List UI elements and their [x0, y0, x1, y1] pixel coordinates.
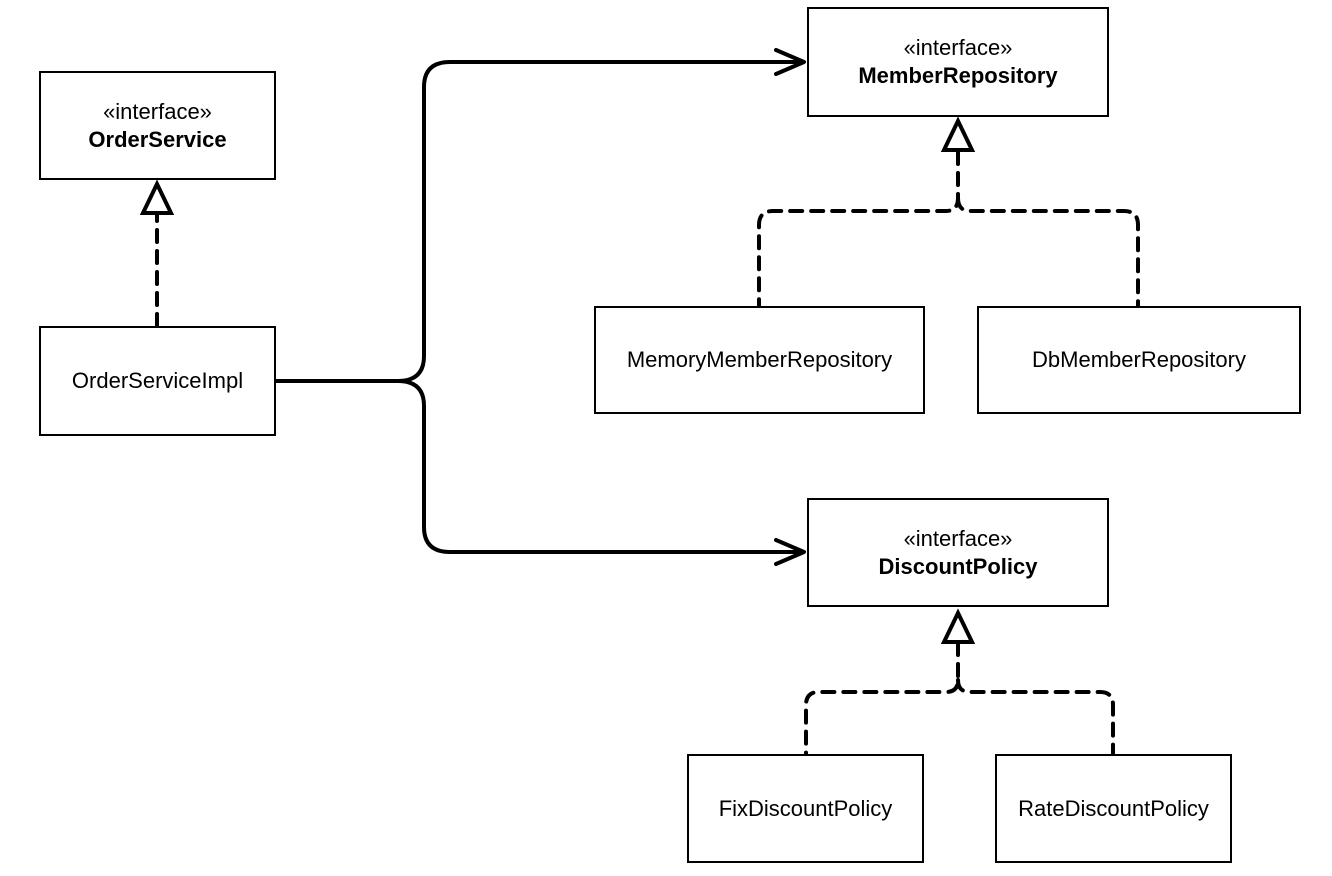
realization-triangle-order-service: [139, 179, 175, 215]
class-name: DbMemberRepository: [1032, 347, 1246, 372]
realization-triangle-member-repository: [940, 116, 976, 152]
fix-discount-policy-box[interactable]: FixDiscountPolicy: [687, 754, 924, 863]
class-name: OrderServiceImpl: [71, 368, 244, 393]
memory-member-repository-box[interactable]: MemoryMemberRepository: [594, 306, 925, 414]
interface-stereotype: «interface»: [103, 98, 212, 124]
realization-tree-discount-policy-right: [956, 678, 1115, 756]
class-name: MemberRepository: [858, 63, 1058, 88]
arrowhead-member-repository: [774, 48, 806, 76]
class-name: OrderService: [88, 126, 227, 152]
class-name: MemoryMemberRepository: [626, 347, 893, 372]
class-name: DiscountPolicy: [878, 553, 1038, 579]
arrowhead-discount-policy: [774, 538, 806, 566]
realization-triangle-discount-policy: [940, 608, 976, 644]
dependency-line-member-repository: [274, 60, 804, 383]
class-name: FixDiscountPolicy: [718, 795, 893, 821]
order-service-impl-box[interactable]: OrderServiceImpl: [39, 326, 276, 436]
rate-discount-policy-box[interactable]: RateDiscountPolicy: [995, 754, 1232, 863]
interface-stereotype: «interface»: [903, 525, 1013, 551]
class-name: RateDiscountPolicy: [1018, 795, 1209, 821]
db-member-repository-box[interactable]: DbMemberRepository: [977, 306, 1301, 414]
realization-tree-member-repository: [757, 150, 960, 308]
discount-policy-interface-box[interactable]: «interface» DiscountPolicy: [807, 498, 1109, 607]
realization-tree-member-repository-right: [956, 196, 1140, 308]
interface-stereotype: «interface»: [903, 35, 1013, 60]
order-service-interface-box[interactable]: «interface» OrderService: [39, 71, 276, 180]
realization-tree-discount-policy: [804, 641, 960, 756]
dependency-line-discount-policy: [396, 379, 804, 554]
member-repository-interface-box[interactable]: «interface» MemberRepository: [807, 7, 1109, 117]
